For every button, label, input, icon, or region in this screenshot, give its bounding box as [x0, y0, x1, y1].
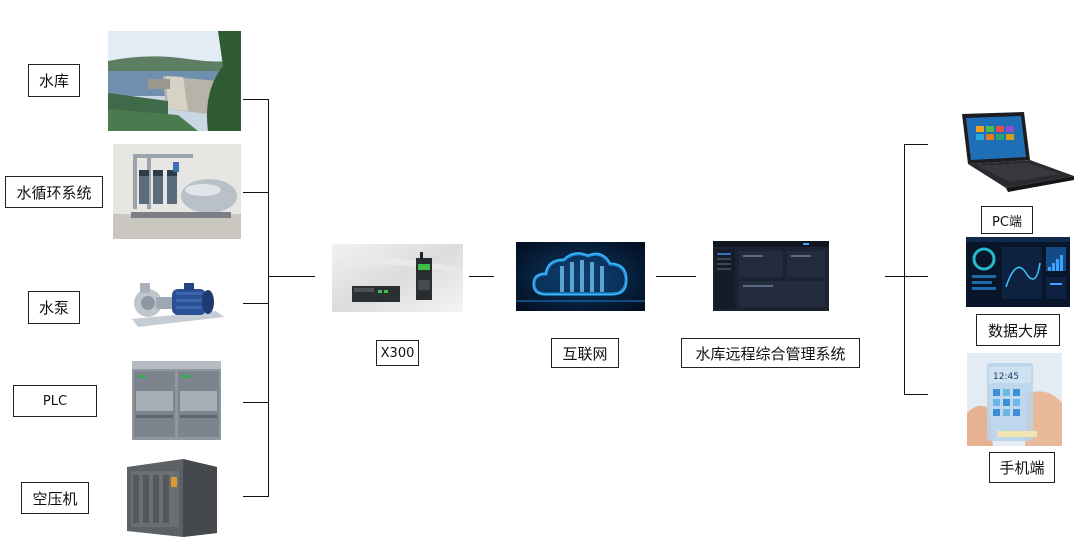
right-bracket-tick-mobile	[904, 394, 928, 395]
left-bracket-tick-circulation	[243, 192, 269, 193]
left-bracket-tick-pump	[243, 303, 269, 304]
label-reservoir: 水库	[28, 64, 80, 97]
phone-time-text: 12:45	[993, 372, 1019, 382]
label-water-pump: 水泵	[28, 291, 80, 324]
right-bracket-vertical	[904, 144, 905, 394]
connector-gateway-to-internet	[469, 276, 494, 277]
right-bracket-tick-big-screen	[904, 276, 928, 277]
label-internet: 互联网	[551, 338, 619, 368]
label-platform: 水库远程综合管理系统	[681, 338, 860, 368]
label-water-circulation: 水循环系统	[5, 176, 103, 208]
laptop-image	[948, 108, 1076, 198]
label-big-screen: 数据大屏	[976, 314, 1060, 346]
reservoir-image	[108, 31, 241, 131]
air-compressor-image	[123, 455, 219, 537]
label-mobile: 手机端	[989, 452, 1055, 483]
left-bracket-tick-reservoir	[243, 99, 269, 100]
label-pc: PC端	[981, 206, 1033, 234]
left-bracket-tick-compressor	[243, 496, 269, 497]
gateway-x300-image	[332, 244, 463, 312]
connector-sources-to-gateway	[268, 276, 315, 277]
connector-internet-to-platform	[656, 276, 696, 277]
label-air-compressor: 空压机	[21, 482, 89, 514]
internet-cloud-image	[516, 242, 645, 311]
left-bracket-tick-plc	[243, 402, 269, 403]
platform-screenshot-image	[713, 241, 829, 311]
left-bracket-vertical	[268, 99, 269, 497]
connector-platform-to-clients	[885, 276, 905, 277]
water-pump-image	[126, 271, 228, 333]
label-plc: PLC	[13, 385, 97, 417]
water-circulation-image	[113, 144, 241, 239]
plc-image	[132, 361, 221, 440]
mobile-image: 12:45	[967, 353, 1062, 446]
right-bracket-tick-pc	[904, 144, 928, 145]
label-x300: X300	[376, 340, 419, 366]
big-screen-image	[966, 237, 1070, 307]
